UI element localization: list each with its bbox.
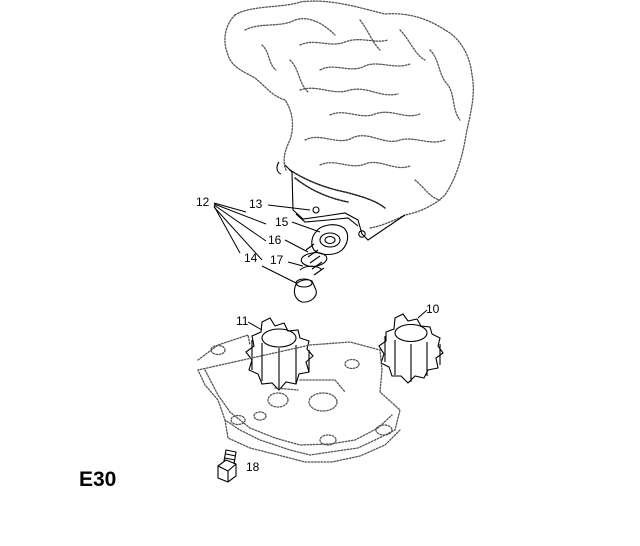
relief-valve-assembly [293,224,349,303]
callout-14: 14 [244,251,258,265]
callout-10: 10 [426,302,440,316]
callout-11: 11 [236,314,249,328]
callout-15: 15 [275,215,289,229]
callout-12: 12 [196,195,210,209]
rotor-gear-10 [378,313,444,384]
figure-id: E30 [79,468,116,491]
callout-16: 16 [268,233,282,247]
engine-block-housing [224,0,474,241]
rotor-gear-11 [245,317,314,391]
callout-17: 17 [270,253,284,267]
bolt-18 [217,449,237,483]
pump-cover-plate [197,334,401,463]
callout-18: 18 [246,460,260,474]
leader-lines [213,202,428,331]
callout-13: 13 [249,197,263,211]
